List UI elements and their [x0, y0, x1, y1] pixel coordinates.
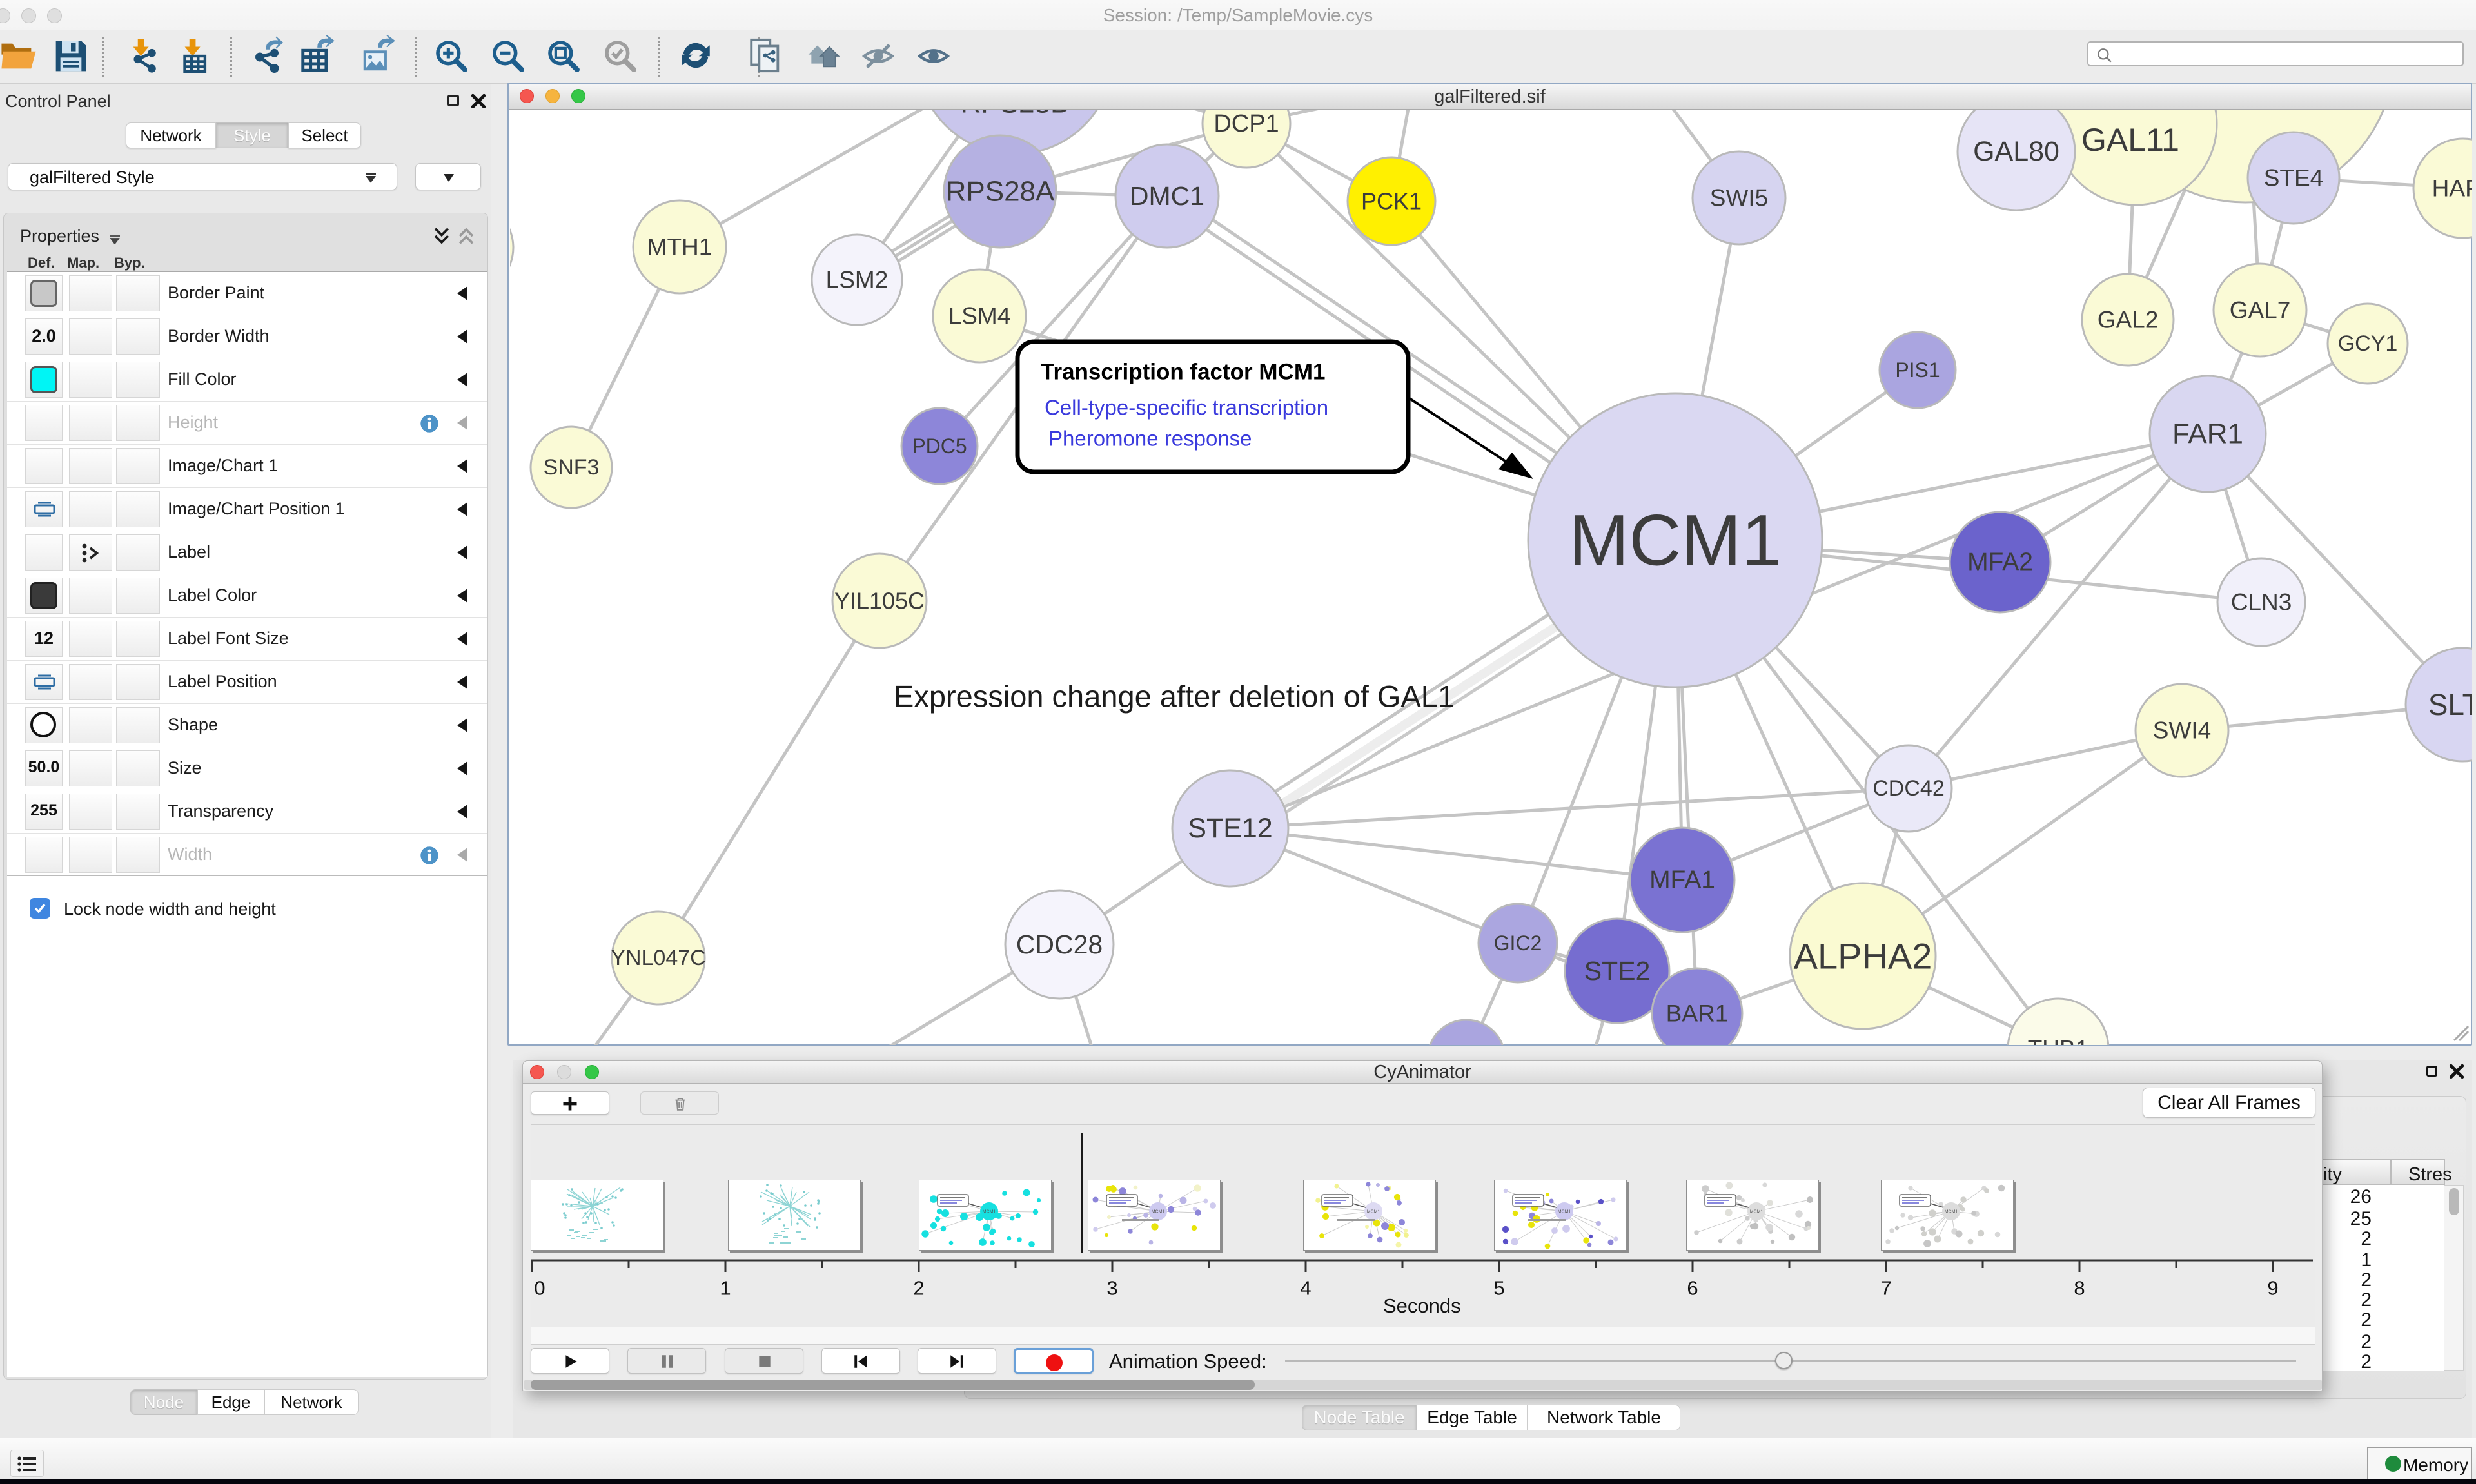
- svg-text:STE12: STE12: [1188, 813, 1272, 844]
- svg-text:MCM1: MCM1: [1367, 1210, 1380, 1215]
- svg-text:YIL105C: YIL105C: [834, 588, 925, 614]
- svg-text:SWI5: SWI5: [1710, 185, 1768, 211]
- svg-text:PIS1: PIS1: [1895, 358, 1940, 382]
- svg-text:ALPHA2: ALPHA2: [1794, 936, 1932, 977]
- svg-text:DCP1: DCP1: [1213, 110, 1279, 137]
- svg-text:MCM1: MCM1: [1945, 1210, 1958, 1215]
- svg-text:7: 7: [1880, 1277, 1891, 1300]
- svg-text:Transcription factor MCM1: Transcription factor MCM1: [1041, 360, 1325, 385]
- svg-text:MCM1: MCM1: [1569, 500, 1782, 581]
- svg-text:DMC1: DMC1: [1130, 181, 1204, 211]
- svg-text:MFA1: MFA1: [1649, 866, 1715, 894]
- svg-text:SLT2: SLT2: [2428, 688, 2472, 721]
- svg-text:GAL80: GAL80: [1973, 136, 2059, 167]
- svg-text:TUB1: TUB1: [2028, 1036, 2089, 1046]
- svg-text:GIC2: GIC2: [1494, 932, 1542, 955]
- svg-text:CDC42: CDC42: [1872, 776, 1944, 801]
- svg-text:GAL11: GAL11: [2081, 122, 2179, 158]
- svg-text:GCY1: GCY1: [2338, 331, 2398, 356]
- svg-text:LSM4: LSM4: [948, 303, 1011, 329]
- svg-text:0: 0: [534, 1277, 545, 1300]
- svg-text:8: 8: [2074, 1277, 2085, 1300]
- svg-text:4: 4: [1300, 1277, 1311, 1300]
- svg-text:9: 9: [2267, 1277, 2278, 1300]
- svg-text:SNF3: SNF3: [544, 455, 600, 480]
- svg-text:6: 6: [1687, 1277, 1698, 1300]
- svg-text:RPS28B: RPS28B: [961, 110, 1070, 119]
- svg-text:GAL7: GAL7: [2230, 297, 2291, 324]
- svg-text:PDC5: PDC5: [912, 434, 967, 458]
- svg-text:5: 5: [1493, 1277, 1504, 1300]
- svg-text:SWI4: SWI4: [2153, 718, 2211, 744]
- svg-text:BAR1: BAR1: [1666, 1001, 1729, 1027]
- svg-text:LSM2: LSM2: [826, 267, 889, 293]
- svg-text:3: 3: [1106, 1277, 1117, 1300]
- svg-text:1: 1: [720, 1277, 731, 1300]
- svg-text:MFA2: MFA2: [1967, 549, 2033, 576]
- svg-text:Pheromone response: Pheromone response: [1048, 427, 1252, 451]
- svg-text:PCK1: PCK1: [1361, 188, 1422, 215]
- svg-text:MCM1: MCM1: [1558, 1210, 1571, 1215]
- svg-text:GAL2: GAL2: [2098, 307, 2159, 333]
- svg-text:MTH1: MTH1: [647, 234, 712, 260]
- svg-text:FAR1: FAR1: [2172, 418, 2243, 450]
- svg-text:YNL047C: YNL047C: [611, 946, 705, 970]
- svg-text:MCM1: MCM1: [1750, 1210, 1764, 1215]
- svg-text:MCM1: MCM1: [1152, 1210, 1165, 1215]
- svg-text:STE4: STE4: [2264, 165, 2324, 191]
- svg-text:Cell-type-specific transcripti: Cell-type-specific transcription: [1045, 396, 1328, 420]
- svg-text:CDC28: CDC28: [1016, 930, 1103, 959]
- svg-text:MCM1: MCM1: [983, 1210, 996, 1215]
- svg-text:CLN3: CLN3: [2231, 589, 2292, 616]
- svg-text:2: 2: [913, 1277, 924, 1300]
- svg-text:STE2: STE2: [1584, 956, 1651, 986]
- svg-text:RPS28A: RPS28A: [946, 176, 1055, 208]
- svg-text:HAP2: HAP2: [2432, 175, 2472, 202]
- svg-text:Expression change after deleti: Expression change after deletion of GAL1: [894, 679, 1455, 714]
